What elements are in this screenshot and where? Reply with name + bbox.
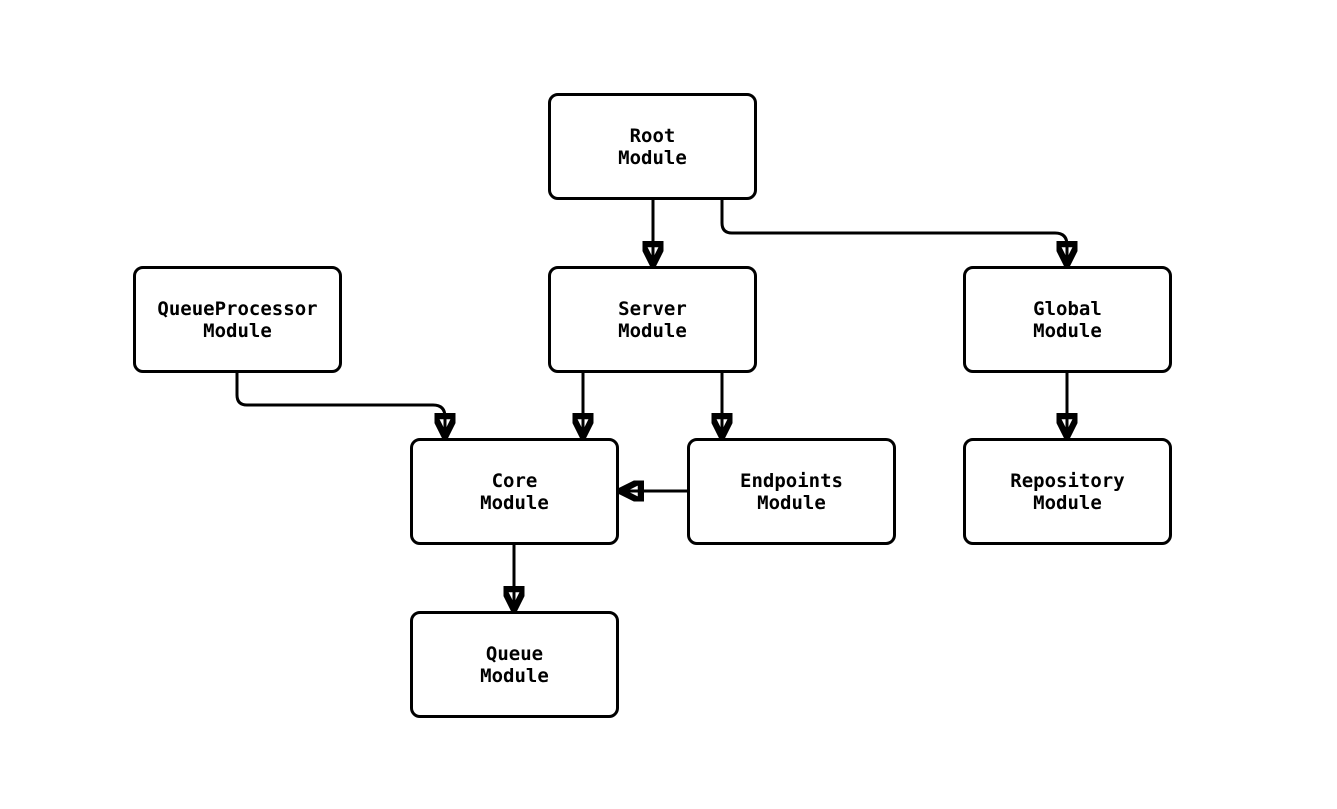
node-queueprocessor-module: QueueProcessor Module: [133, 266, 342, 373]
edge-root-to-global: [720, 198, 1067, 263]
node-repository-module: Repository Module: [963, 438, 1172, 545]
node-root-module: Root Module: [548, 93, 757, 200]
node-global-module: Global Module: [963, 266, 1172, 373]
node-endpoints-module: Endpoints Module: [687, 438, 896, 545]
node-core-module: Core Module: [410, 438, 619, 545]
edge-queueprocessor-to-core: [235, 373, 445, 435]
node-server-module: Server Module: [548, 266, 757, 373]
node-queue-module: Queue Module: [410, 611, 619, 718]
